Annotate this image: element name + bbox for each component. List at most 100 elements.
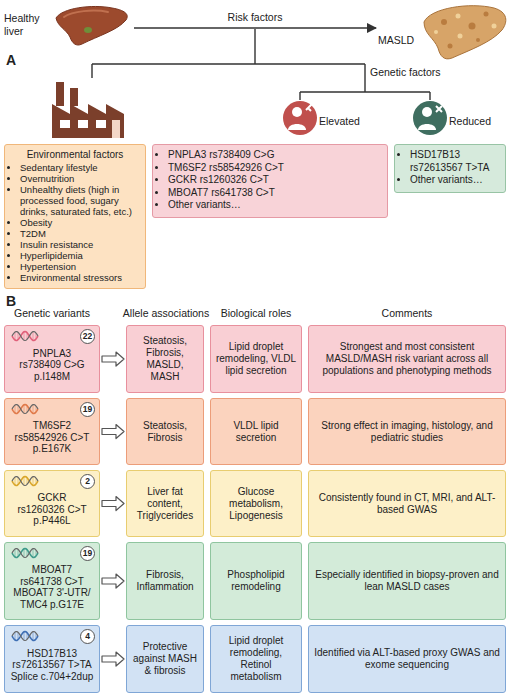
block-arrow (102, 574, 124, 588)
block-arrow (102, 425, 124, 439)
comment-box: Strongest and most consistent MASLD/MASH… (308, 325, 506, 393)
callout-number: 19 (80, 546, 95, 561)
liver-node: Healthy liver (4, 6, 132, 50)
callout-number-text: 19 (81, 403, 94, 416)
liver-node: MASLD (378, 2, 506, 62)
group-heading: Reduced (449, 115, 491, 128)
variant-box: HSD17B13rs72613567 T>TASplice c.704+2dup… (4, 625, 100, 693)
bullet-list: Sedentary lifestyleOvernutritionUnhealth… (9, 162, 141, 283)
dna-icon (11, 330, 39, 342)
list-item: Other variants… (410, 174, 501, 187)
variant-line: TM6SF2 (8, 420, 96, 432)
comment-box: Especially identified in biopsy-proven a… (308, 542, 506, 620)
list-item: Overnutrition (20, 173, 141, 184)
variant-line: MBOAT7 3'-UTR/ TMC4 p.G17E (8, 587, 96, 610)
block-arrow (102, 352, 124, 366)
arrow-connector (134, 27, 376, 29)
variant-line: HSD17B13 (8, 648, 96, 660)
list-item: Hyperlipidemia (20, 250, 141, 261)
fatty-liver (424, 6, 506, 59)
comment-box: Consistently found in CT, MRI, and ALT-b… (308, 470, 506, 537)
callout-number: 22 (80, 329, 95, 344)
cell-text: Liver fat content, Triglycerides (131, 486, 199, 522)
comment-text: Strongest and most consistent MASLD/MASH… (313, 341, 501, 377)
info-box: Phospholipid remodeling (210, 542, 302, 620)
callout-number-text: 4 (81, 630, 94, 643)
panel-label: B (6, 293, 16, 309)
column-header: Allele associations (116, 307, 216, 320)
variant-box: MBOAT7rs641738 C>TMBOAT7 3'-UTR/ TMC4 p.… (4, 542, 100, 620)
cell-text: VLDL lipid secretion (215, 420, 297, 444)
block-arrow (102, 497, 124, 511)
cell-text: Steatosis, Fibrosis (131, 420, 199, 444)
group-label: Genetic factors (370, 66, 441, 79)
list-item: Hypertension (20, 261, 141, 272)
dna-icon (11, 630, 39, 642)
person-icon-reduced (413, 101, 447, 135)
callout-number-text: 2 (81, 475, 94, 488)
comment-text: Especially identified in biopsy-proven a… (313, 569, 501, 593)
variant-box: TM6SF2rs58542926 C>Tp.E167K19 (4, 398, 100, 465)
list-item: Other variants… (168, 199, 383, 212)
callout-number-text: 22 (81, 330, 94, 343)
node-label: Healthy liver (4, 12, 50, 38)
variant-box: GCKRrs1260326 C>Tp.P446L 2 (4, 470, 100, 537)
callout-number-text: 19 (81, 547, 94, 560)
factor-box: ElevatedPNPLA3 rs738409 C>GTM6SF2 rs5854… (152, 144, 388, 218)
list-item: Insulin resistance (20, 239, 141, 250)
info-box: Glucose metabolism, Lipogenesis (210, 470, 302, 537)
column-header: Genetic variants (4, 307, 100, 320)
cell-text: Fibrosis, Inflammation (131, 569, 199, 593)
list-item: Environmental stressors (20, 272, 141, 283)
list-item: GCKR rs1260326 C>T (168, 174, 383, 187)
list-item: HSD17B13 rs72613567 T>TA (410, 149, 501, 174)
info-box: Lipid droplet remodeling, Retinol metabo… (210, 625, 302, 693)
comment-text: Consistently found in CT, MRI, and ALT-b… (313, 492, 501, 516)
variant-line: rs1260326 C>T (8, 504, 96, 516)
comment-text: Strong effect in imaging, histology, and… (313, 420, 501, 444)
bullet-list: PNPLA3 rs738409 C>GTM6SF2 rs58542926 C>T… (157, 149, 383, 212)
column-header: Comments (308, 307, 506, 320)
variant-line: p.I148M (8, 371, 96, 383)
list-item: T2DM (20, 228, 141, 239)
list-item: TM6SF2 rs58542926 C>T (168, 162, 383, 175)
list-item: PNPLA3 rs738409 C>G (168, 149, 383, 162)
info-box: Protective against MASH & fibrosis (126, 625, 204, 693)
callout-number: 4 (80, 629, 95, 644)
factor-box: Environmental factorsSedentary lifestyle… (4, 144, 146, 289)
info-box: VLDL lipid secretion (210, 398, 302, 465)
column-header: Biological roles (206, 307, 306, 320)
info-box: Liver fat content, Triglycerides (126, 470, 204, 537)
info-box: Steatosis, Fibrosis, MASLD, MASH (126, 325, 204, 393)
variant-line: p.P446L (8, 515, 96, 527)
info-box: Fibrosis, Inflammation (126, 542, 204, 620)
list-item: Obesity (20, 217, 141, 228)
comment-box: Identified via ALT-based proxy GWAS and … (308, 625, 506, 693)
factory-icon (52, 82, 124, 138)
variant-line: rs738409 C>G (8, 359, 96, 371)
variant-box: PNPLA3rs738409 C>Gp.I148M22 (4, 325, 100, 393)
variant-line: Splice c.704+2dup (8, 671, 96, 683)
list-item: Unhealthy diets (high in processed food,… (20, 184, 141, 217)
dna-icon (11, 475, 39, 487)
branch-lines (92, 29, 430, 100)
dna-icon (11, 547, 39, 559)
comment-box: Strong effect in imaging, histology, and… (308, 398, 506, 465)
cell-text: Phospholipid remodeling (215, 569, 297, 593)
info-box: Lipid droplet remodeling, VLDL lipid sec… (210, 325, 302, 393)
callout-number: 19 (80, 402, 95, 417)
cell-text: Steatosis, Fibrosis, MASLD, MASH (131, 335, 199, 383)
box-heading: Environmental factors (9, 149, 141, 161)
variant-line: rs641738 C>T (8, 576, 96, 588)
variant-line: rs72613567 T>TA (8, 659, 96, 671)
bullet-list: HSD17B13 rs72613567 T>TAOther variants… (399, 149, 501, 187)
healthy-liver (56, 6, 127, 45)
cell-text: Protective against MASH & fibrosis (131, 641, 199, 677)
node-label: MASLD (378, 34, 414, 47)
group-heading: Elevated (319, 115, 360, 128)
panel-label: A (6, 52, 16, 68)
list-item: Sedentary lifestyle (20, 162, 141, 173)
block-arrow (102, 652, 124, 666)
variant-line: GCKR (8, 492, 96, 504)
